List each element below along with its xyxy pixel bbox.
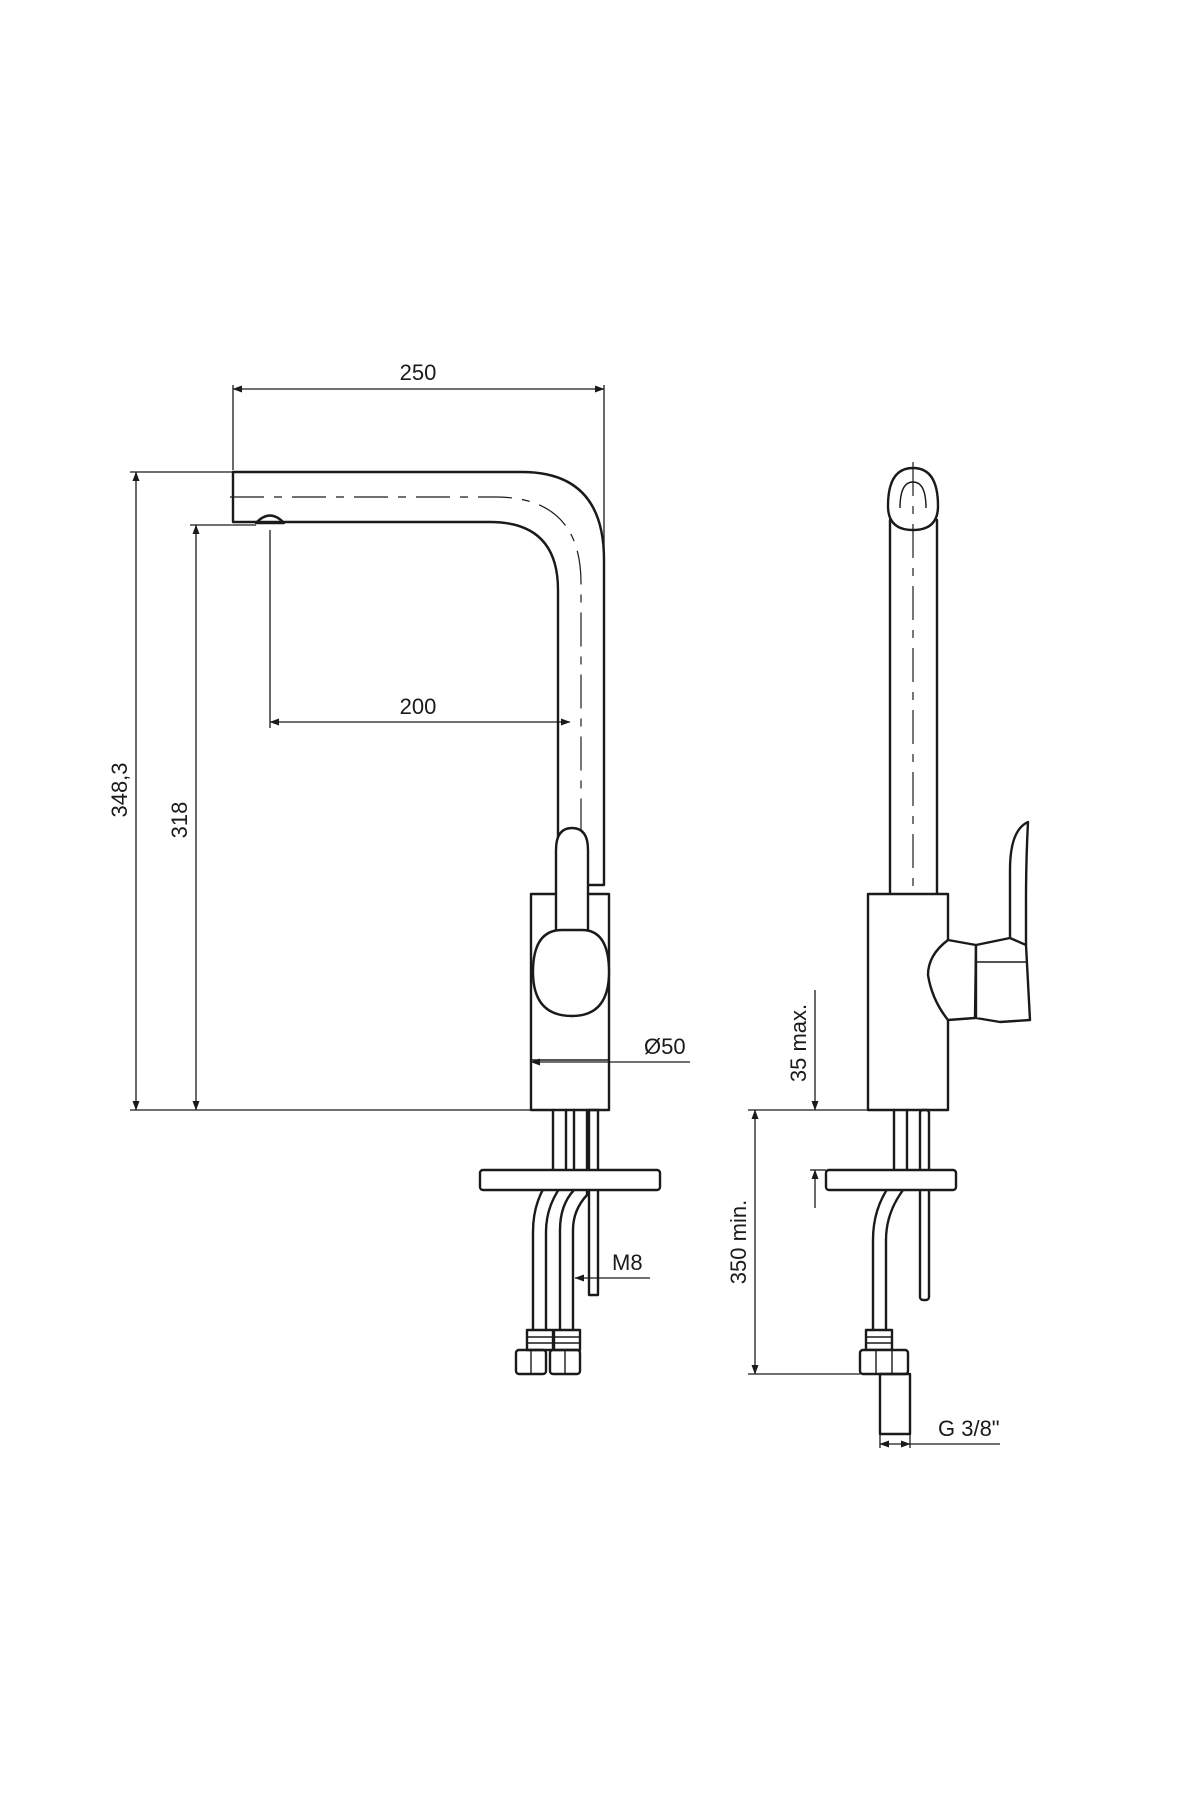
dim-base-diameter: Ø50 bbox=[530, 1034, 690, 1066]
label-total-height: 348,3 bbox=[107, 762, 132, 817]
side-mounting-plate bbox=[824, 1168, 958, 1192]
label-outlet-height: 318 bbox=[167, 802, 192, 839]
dim-total-height: 348,3 bbox=[107, 471, 531, 1111]
front-spout bbox=[231, 470, 606, 887]
label-min-hose-length: 350 min. bbox=[726, 1200, 751, 1284]
side-lever-body bbox=[974, 936, 1032, 1024]
label-base-diameter: Ø50 bbox=[644, 1034, 686, 1059]
label-hose-connection: G 3/8" bbox=[938, 1416, 1000, 1441]
side-supply-pipe bbox=[871, 1108, 909, 1332]
side-view: 35 max. 350 min. G 3/8" bbox=[726, 462, 1032, 1448]
side-hose-nut bbox=[858, 1328, 912, 1436]
front-aerator bbox=[254, 514, 286, 525]
dim-min-hose-length: 350 min. bbox=[726, 1109, 868, 1375]
dim-hose-connection: G 3/8" bbox=[879, 1416, 1000, 1448]
dim-spout-total-reach: 250 bbox=[232, 360, 605, 885]
front-view: 250 200 348,3 318 Ø50 M8 bbox=[107, 360, 690, 1376]
side-lever-hub bbox=[926, 938, 978, 1022]
front-lever-handle bbox=[554, 826, 590, 940]
front-spout-centerline bbox=[230, 496, 582, 1095]
front-hose-nuts bbox=[514, 1328, 582, 1376]
side-spout bbox=[888, 518, 939, 897]
dim-outlet-height: 318 bbox=[167, 524, 256, 1111]
label-spout-total-reach: 250 bbox=[400, 360, 437, 385]
side-threaded-rod bbox=[918, 1108, 931, 1302]
label-spout-outlet-reach: 200 bbox=[400, 694, 437, 719]
side-lever-handle bbox=[1008, 820, 1030, 947]
dim-max-deck-thickness: 35 max. bbox=[786, 990, 826, 1208]
label-max-deck-thickness: 35 max. bbox=[786, 1004, 811, 1082]
side-spout-top bbox=[886, 466, 940, 532]
front-supply-pipe-right bbox=[558, 1108, 589, 1332]
front-threaded-rod bbox=[587, 1108, 600, 1297]
front-lever-hub bbox=[531, 928, 611, 1018]
dim-thread-rod: M8 bbox=[574, 1250, 650, 1282]
front-mounting-plate bbox=[478, 1168, 662, 1192]
label-thread-rod: M8 bbox=[612, 1250, 643, 1275]
dim-spout-outlet-reach: 200 bbox=[269, 530, 571, 728]
